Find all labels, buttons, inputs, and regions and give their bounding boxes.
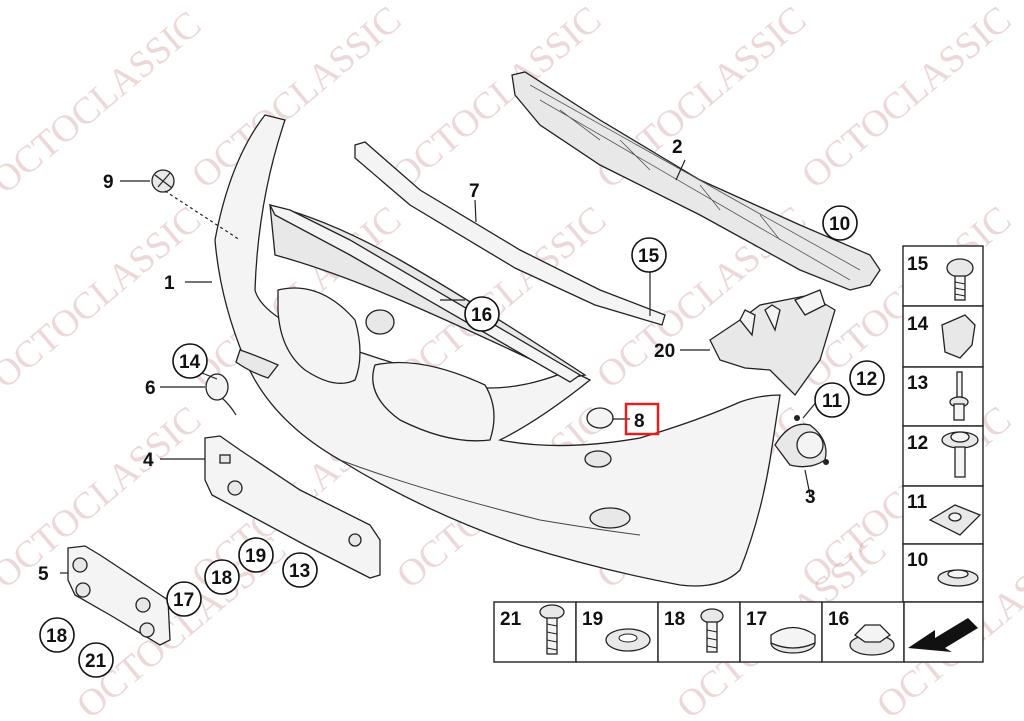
part-5-plate-adapter[interactable] xyxy=(67,545,171,646)
callout-13: 13 xyxy=(289,561,310,582)
part-20-bracket[interactable] xyxy=(709,289,836,397)
callout-8: 8 xyxy=(634,411,645,432)
part-3-fog-lamp[interactable] xyxy=(774,415,829,468)
callout-1: 1 xyxy=(164,273,175,294)
callouts: 9 1 6 4 5 2 7 20 3 8 14 15 16 10 11 12 1… xyxy=(38,137,885,678)
callout-15: 15 xyxy=(638,246,660,267)
watermark: OCTOCLASSIC xyxy=(794,0,1019,197)
part-8-cap[interactable] xyxy=(586,407,614,429)
callout-2: 2 xyxy=(672,137,683,158)
rivet-icon xyxy=(949,371,969,421)
washer-screw-icon xyxy=(941,431,979,478)
screw-icon xyxy=(946,258,974,301)
legend-bottom-label: 16 xyxy=(828,609,849,630)
legend-bottom-label: 21 xyxy=(500,609,522,630)
watermark: OCTOCLASSIC xyxy=(384,0,609,197)
clip-icon xyxy=(941,314,976,359)
plug-icon xyxy=(770,626,816,654)
legend-right-label: 10 xyxy=(907,550,928,571)
legend-bottom-label: 18 xyxy=(664,609,685,630)
callout-8-highlight xyxy=(624,402,660,436)
callout-3: 3 xyxy=(805,487,816,508)
legend-bottom-label: 17 xyxy=(746,609,767,630)
callout-18: 18 xyxy=(211,568,232,589)
callout-21: 21 xyxy=(85,651,107,672)
nut-clip-icon xyxy=(928,504,982,536)
screw-icon xyxy=(539,604,565,655)
callout-5: 5 xyxy=(38,564,49,585)
callout-17: 17 xyxy=(173,590,194,611)
callout-6: 6 xyxy=(145,378,156,399)
callout-7: 7 xyxy=(469,181,480,202)
part-6-tow-cap[interactable] xyxy=(205,373,237,416)
legend-right-label: 13 xyxy=(907,373,928,394)
legend-bottom: 21 19 18 17 16 xyxy=(493,601,984,663)
arrow-icon xyxy=(908,618,978,652)
legend-right-label: 12 xyxy=(907,433,928,454)
part-4-plate-bracket[interactable] xyxy=(204,435,381,579)
callout-16: 16 xyxy=(471,305,492,326)
washer-icon xyxy=(605,628,651,652)
callout-4: 4 xyxy=(143,450,154,471)
part-2-upper-grille[interactable] xyxy=(511,71,881,291)
callout-18: 18 xyxy=(46,626,67,647)
legend-right-label: 11 xyxy=(907,492,928,513)
part-7-upper-strip[interactable] xyxy=(354,141,666,326)
callout-20: 20 xyxy=(654,341,675,362)
legend-right-label: 15 xyxy=(907,254,929,275)
grommet-icon xyxy=(937,569,979,587)
callout-9: 9 xyxy=(103,172,114,193)
part-9-clip[interactable] xyxy=(151,169,175,193)
callout-10: 10 xyxy=(829,214,850,235)
callout-12: 12 xyxy=(856,369,877,390)
callout-14: 14 xyxy=(179,352,201,373)
part-16-clip[interactable] xyxy=(268,204,582,383)
screw-icon xyxy=(700,608,724,653)
legend-right-label: 14 xyxy=(907,314,929,335)
leader-lines xyxy=(60,159,819,574)
callout-19: 19 xyxy=(245,546,266,567)
legend-right: 15 14 13 12 11 10 xyxy=(902,245,984,603)
callout-11: 11 xyxy=(822,391,843,412)
legend-bottom-label: 19 xyxy=(582,609,603,630)
grommet-icon xyxy=(849,624,895,656)
